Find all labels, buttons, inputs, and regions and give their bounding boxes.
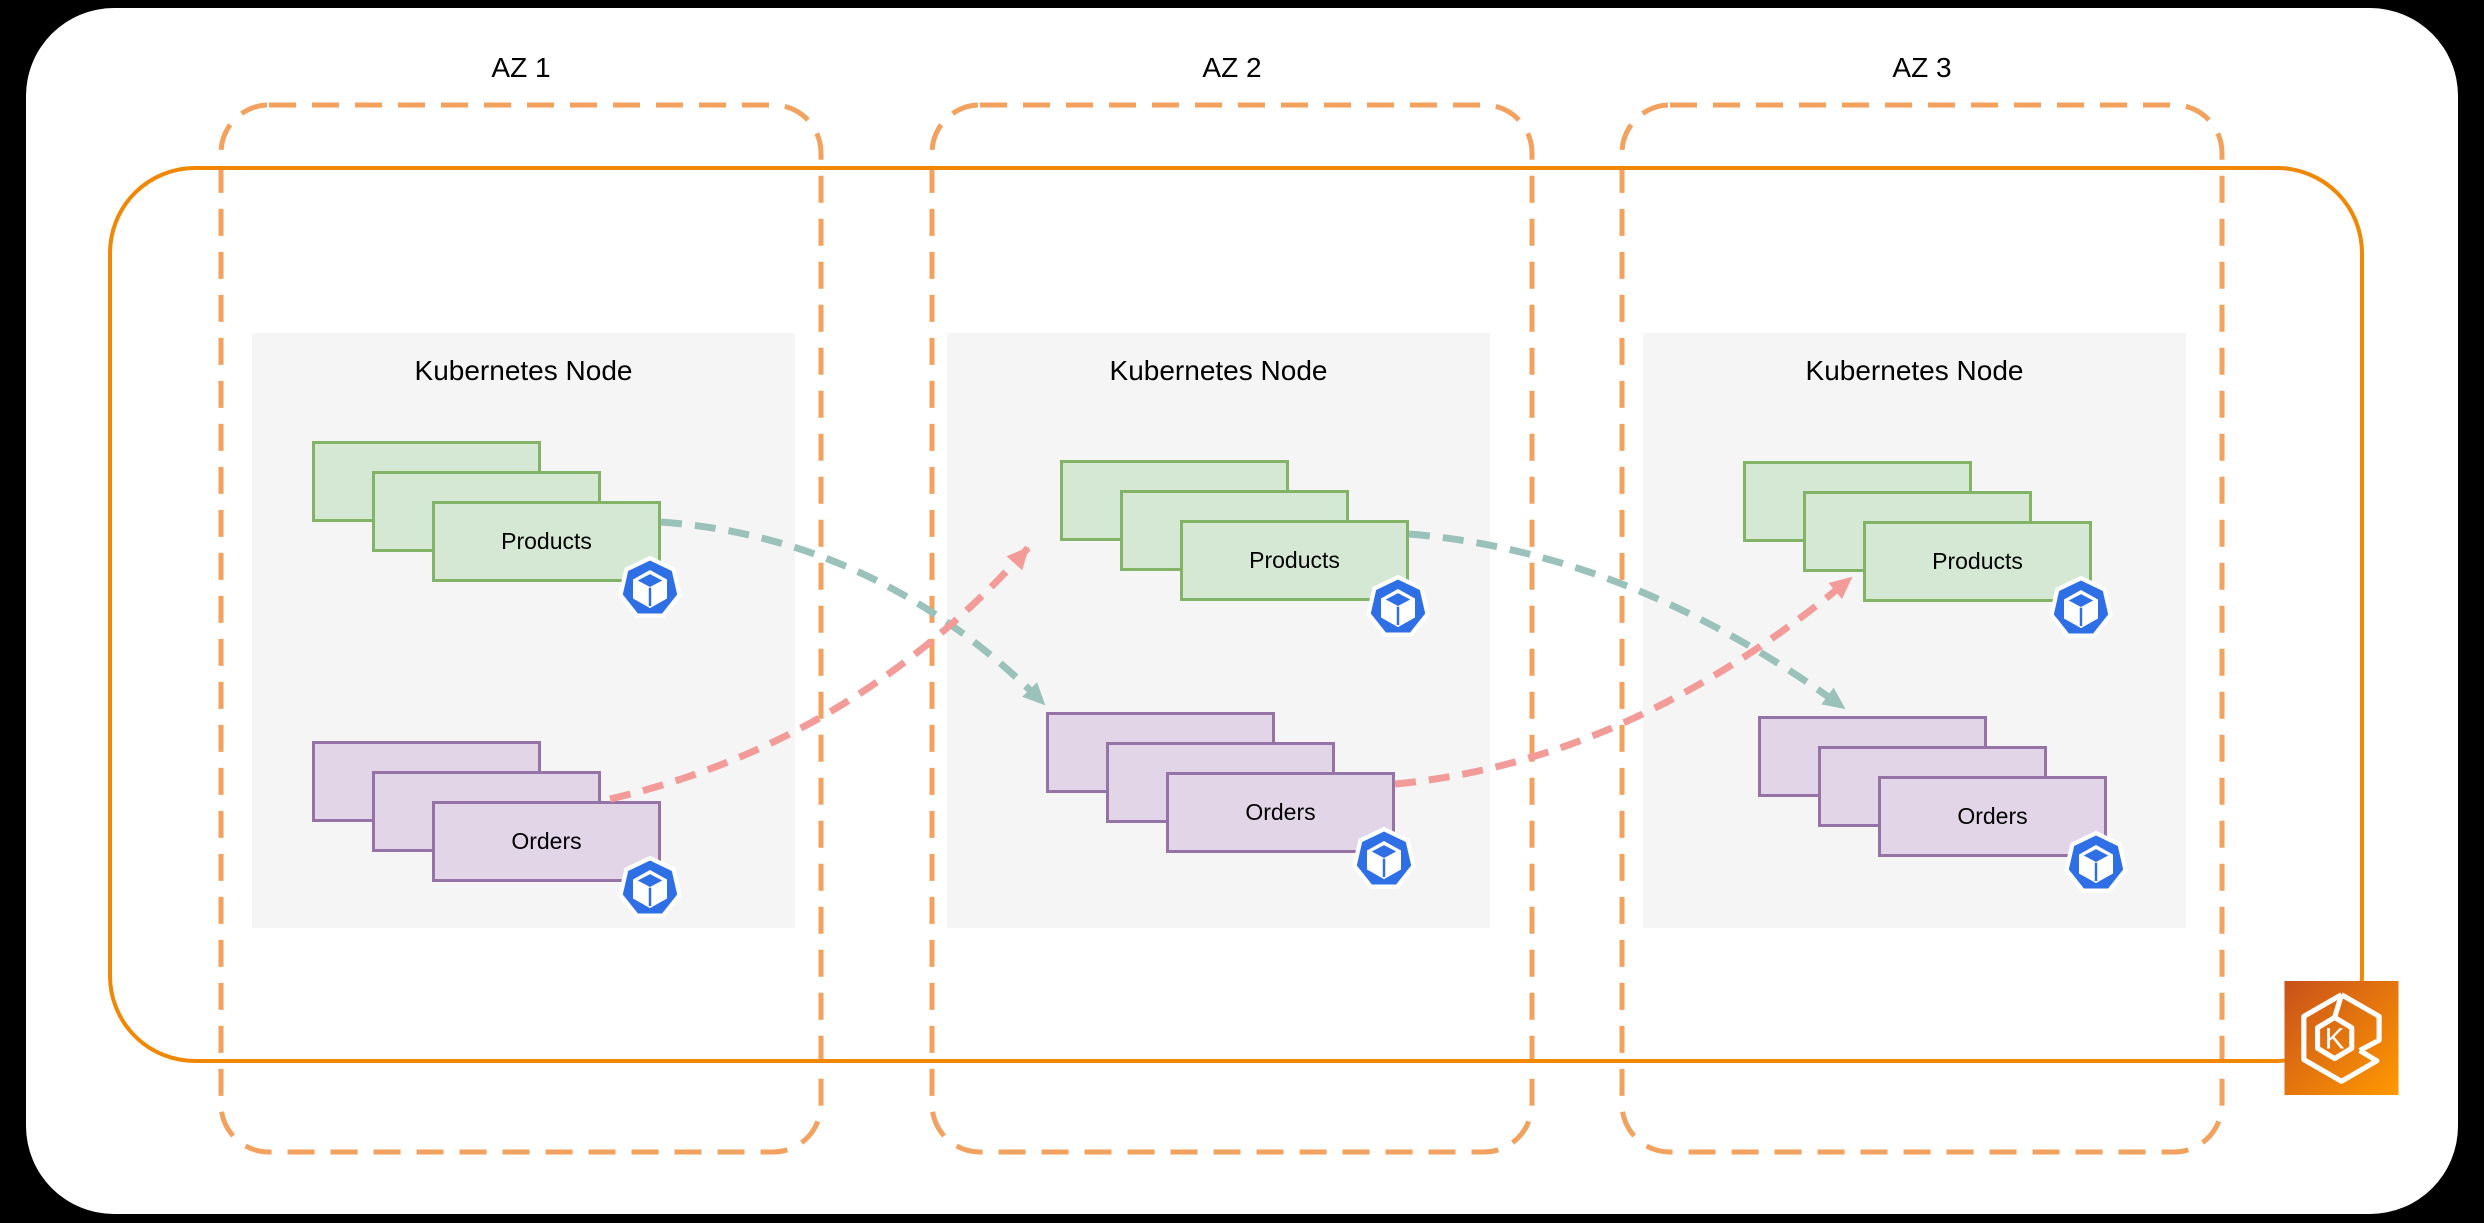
products-label: Products bbox=[1932, 548, 2023, 574]
pod-icon bbox=[2062, 828, 2130, 896]
products-box: Products bbox=[432, 501, 661, 582]
products-label: Products bbox=[1249, 547, 1340, 573]
eks-letter: K bbox=[2325, 1022, 2345, 1055]
products-label: Products bbox=[501, 528, 592, 554]
orders-label: Orders bbox=[1957, 803, 2028, 829]
az2-zone-rect bbox=[929, 102, 1535, 1155]
arrow-az2-products-to-az3-orders bbox=[1408, 530, 1847, 711]
orders-box: Orders bbox=[432, 801, 661, 882]
pod-icon bbox=[616, 553, 684, 621]
arrow-az2-orders-to-az3-products bbox=[1394, 575, 1854, 788]
kubernetes-node-az3: Kubernetes Node Products Orders bbox=[1643, 333, 2186, 928]
node-title: Kubernetes Node bbox=[1109, 355, 1328, 386]
az1-label: AZ 1 bbox=[491, 52, 551, 83]
kubernetes-node-az1: Kubernetes Node Products Orders bbox=[252, 333, 795, 928]
eks-cluster-rect bbox=[108, 166, 2364, 1063]
pod-icon bbox=[1364, 572, 1432, 640]
pod-icon bbox=[1350, 824, 1418, 892]
node-title: Kubernetes Node bbox=[1805, 355, 2024, 386]
orders-label: Orders bbox=[511, 828, 582, 854]
arrow-az1-products-to-az2-orders bbox=[660, 518, 1047, 707]
pod-icon bbox=[2047, 573, 2115, 641]
eks-service-icon: K bbox=[2284, 981, 2399, 1095]
az3-zone-rect bbox=[1619, 102, 2225, 1155]
products-box: Products bbox=[1180, 520, 1409, 601]
arrow-az1-orders-to-az2-products bbox=[609, 545, 1031, 803]
orders-label: Orders bbox=[1245, 799, 1316, 825]
az1-zone-rect bbox=[218, 102, 824, 1155]
kubernetes-node-az2: Kubernetes Node Products Orders bbox=[947, 333, 1490, 928]
az3-label: AZ 3 bbox=[1892, 52, 1952, 83]
orders-box: Orders bbox=[1166, 772, 1395, 853]
az2-label: AZ 2 bbox=[1202, 52, 1262, 83]
orders-box: Orders bbox=[1878, 776, 2107, 857]
pod-icon bbox=[616, 853, 684, 921]
products-box: Products bbox=[1863, 521, 2092, 602]
node-title: Kubernetes Node bbox=[414, 355, 633, 386]
